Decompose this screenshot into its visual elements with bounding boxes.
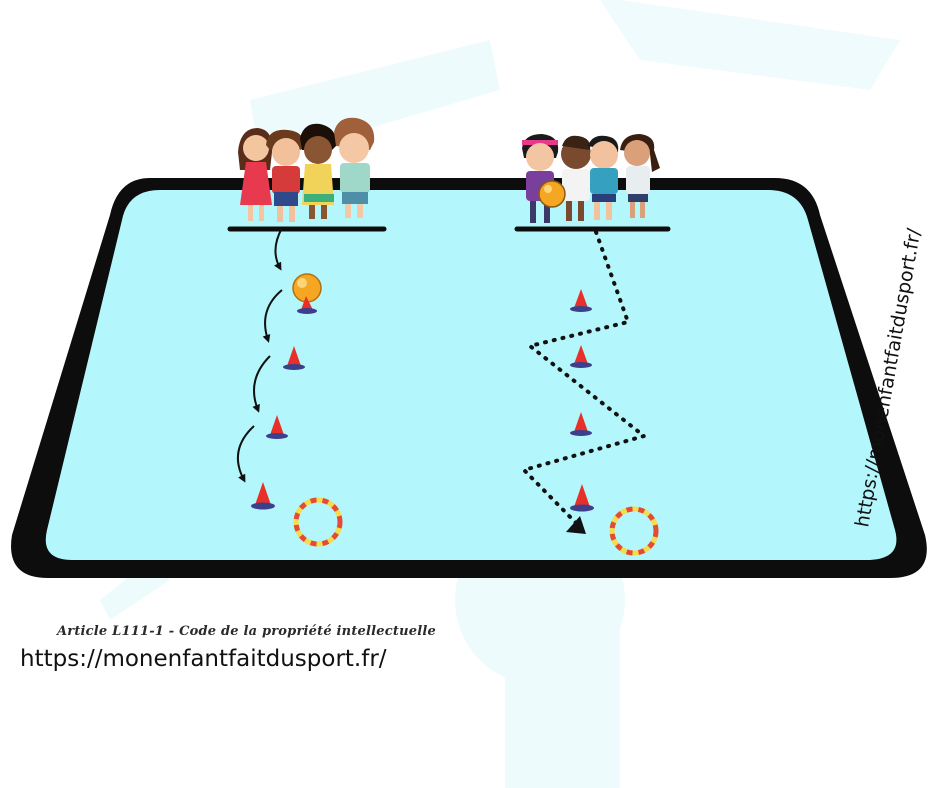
- ball-icon: [538, 180, 566, 208]
- cone-icon: [570, 412, 592, 436]
- hoop-icon: [293, 497, 343, 547]
- cone-icon: [570, 484, 594, 512]
- copyright-article: Article L111-1 - Code de la propriété in…: [57, 624, 436, 639]
- site-url: https://monenfantfaitdusport.fr/: [20, 646, 387, 672]
- right-lane-path: [520, 230, 649, 534]
- cone-icon: [570, 345, 592, 368]
- group-of-four-children-with-ball-icon: [522, 134, 660, 223]
- cone-icon: [297, 296, 317, 314]
- cone-icon: [283, 346, 305, 370]
- cone-icon: [251, 482, 275, 510]
- cone-icon: [570, 289, 592, 312]
- playing-field: [11, 178, 927, 578]
- group-of-four-children-icon: [238, 117, 375, 222]
- cone-icon: [266, 415, 288, 439]
- left-lane-path: [237, 227, 283, 483]
- hoop-icon: [609, 506, 659, 556]
- ball-icon: [292, 273, 322, 303]
